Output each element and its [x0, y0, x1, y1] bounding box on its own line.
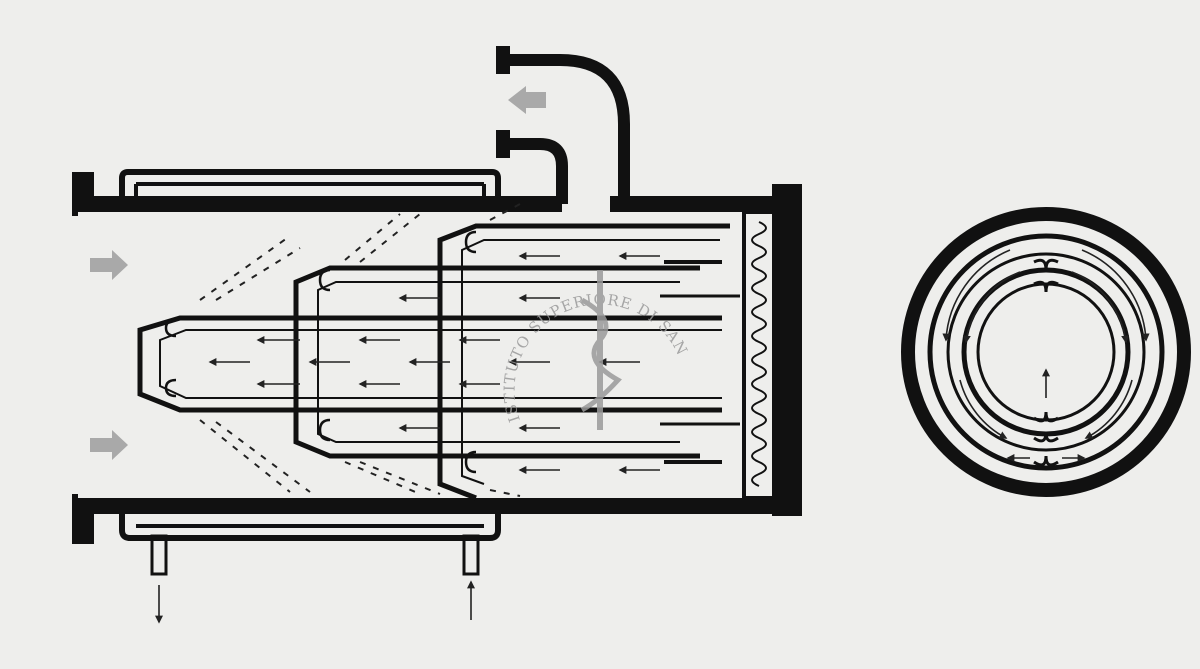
water-outlet-pipe — [150, 534, 168, 624]
cross-section — [901, 207, 1191, 497]
caduceus-icon — [580, 270, 622, 430]
exhaust-elbow — [496, 46, 630, 204]
nozzle-hooks — [1033, 258, 1059, 467]
longitudinal-section — [72, 46, 802, 624]
inlet-arrow-top — [90, 250, 128, 280]
top-jacket — [119, 169, 501, 198]
water-inlet-pipe — [462, 534, 480, 620]
heating-coil — [742, 210, 776, 500]
swirl-arrows — [942, 249, 1150, 462]
bottom-jacket — [119, 512, 501, 541]
exhaust-arrow — [508, 86, 546, 114]
flame-streams — [199, 203, 521, 497]
flow-arrows — [208, 252, 660, 474]
outer-shell — [72, 172, 802, 544]
inlet-arrow-bottom — [90, 430, 128, 460]
